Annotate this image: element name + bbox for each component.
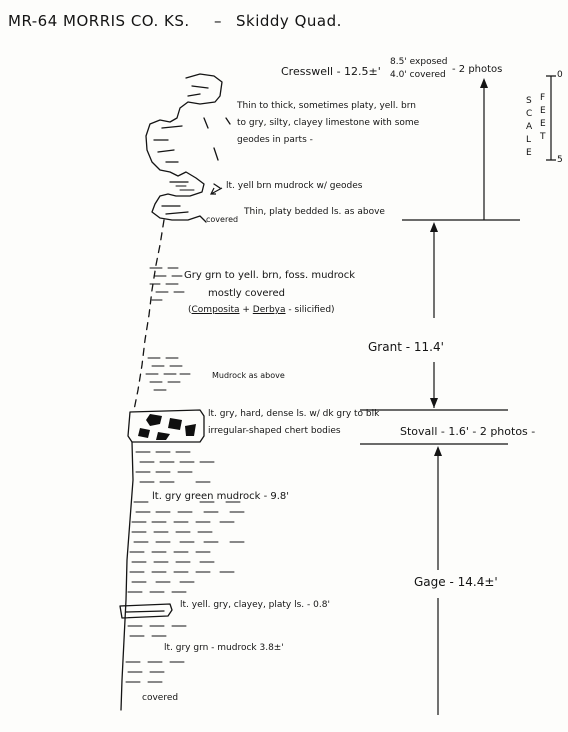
- fossil-composita: Composita: [191, 305, 240, 315]
- feet-letter: E: [540, 119, 546, 129]
- cresswell-fractures: [203, 117, 231, 189]
- gage-limestone-bed: [119, 603, 173, 619]
- stovall-unit-label: Stovall - 1.6' - 2 photos -: [400, 425, 536, 438]
- mudrock-as-above-label: Mudrock as above: [212, 371, 285, 380]
- cresswell-photos: - 2 photos: [452, 64, 503, 75]
- gage-mudrock-label: lt. gry green mudrock - 9.8': [152, 491, 290, 502]
- grant-description-line: Gry grn to yell. brn, foss. mudrock: [184, 270, 356, 281]
- cresswell-arrow-head: [480, 78, 488, 88]
- scale-letter: C: [526, 109, 533, 119]
- covered-slope-line: [133, 219, 165, 411]
- locality-title: MR-64 MORRIS CO. KS.: [8, 12, 190, 30]
- fossil-note-close: - silicified): [285, 305, 335, 315]
- cresswell-bedding: [153, 85, 209, 215]
- cresswell-exposed: 8.5' exposed: [390, 57, 448, 67]
- stovall-description-line: irregular-shaped chert bodies: [208, 426, 341, 436]
- cresswell-covered: 4.0' covered: [390, 70, 446, 80]
- feet-letter: E: [540, 106, 546, 116]
- gage-column-border: [120, 441, 134, 711]
- feet-letter: T: [540, 132, 546, 142]
- cresswell-unit-label: Cresswell - 12.5±': [281, 65, 381, 78]
- chert-body: [146, 414, 162, 426]
- gage-arrow-head: [434, 446, 442, 456]
- stovall-block: [127, 409, 205, 443]
- geode-mudrock-label: lt. yell brn mudrock w/ geodes: [226, 181, 363, 191]
- chert-body: [138, 428, 150, 438]
- scale-tick-top: 0: [557, 70, 563, 80]
- title-dash: –: [214, 12, 222, 30]
- cresswell-outcrop: [145, 73, 223, 223]
- covered-label: covered: [206, 215, 239, 224]
- mudrock-pattern: [125, 185, 245, 683]
- fossil-note-join: +: [239, 305, 253, 315]
- chert-body: [168, 418, 182, 430]
- gage-unit-label: Gage - 14.4±': [414, 575, 498, 589]
- arrow-heads: [430, 78, 488, 456]
- scale-letter: E: [526, 148, 532, 158]
- stovall-description-line: lt. gry, hard, dense ls. w/ dk gry to bl…: [208, 409, 380, 419]
- fossil-note: (Composita + Derbya - silicified): [188, 305, 335, 316]
- grant-arrow-head-bottom: [430, 398, 438, 408]
- gage-lower-mudrock-label: lt. gry grn - mudrock 3.8±': [164, 643, 284, 653]
- scale-letter: A: [526, 122, 533, 132]
- grant-description-line: mostly covered: [208, 288, 285, 299]
- thickness-markers: [210, 75, 556, 715]
- scale-letter: L: [526, 135, 532, 145]
- gage-limestone-label: lt. yell. gry, clayey, platy ls. - 0.8': [180, 600, 330, 610]
- chert-bodies: [138, 414, 196, 440]
- geode-pointer: [210, 187, 223, 195]
- chert-body: [156, 432, 170, 440]
- bottom-covered-label: covered: [142, 693, 179, 703]
- chert-body: [185, 424, 196, 436]
- scale-bar: [546, 75, 556, 161]
- cresswell-description-line: Thin to thick, sometimes platy, yell. br…: [237, 101, 417, 111]
- quadrangle-title: Skiddy Quad.: [236, 12, 342, 30]
- cresswell-description-line: geodes in parts -: [237, 135, 313, 145]
- feet-letter: F: [540, 93, 546, 103]
- grant-unit-label: Grant - 11.4': [368, 340, 444, 354]
- cresswell-description-line: to gry, silty, clayey limestone with som…: [237, 118, 420, 128]
- thin-platy-label: Thin, platy bedded ls. as above: [244, 207, 385, 217]
- scale-letter: S: [526, 96, 532, 106]
- fossil-derbya: Derbya: [252, 305, 286, 315]
- fossil-note-open: (: [188, 305, 192, 315]
- grant-arrow-head-top: [430, 222, 438, 232]
- scale-tick-bottom: 5: [557, 155, 563, 165]
